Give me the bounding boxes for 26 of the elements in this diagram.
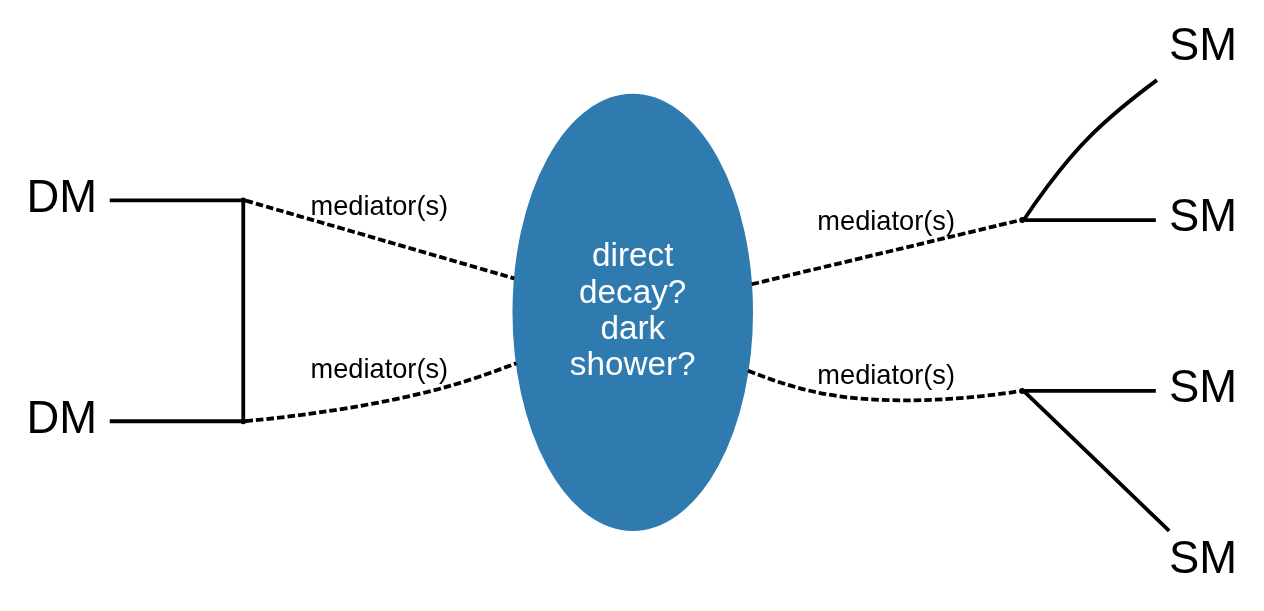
edge-label: mediator(s) bbox=[310, 189, 449, 221]
connector bbox=[245, 198, 515, 281]
node-text: DM bbox=[26, 391, 98, 443]
connector bbox=[1024, 389, 1156, 393]
connector bbox=[1024, 218, 1156, 222]
connector bbox=[241, 202, 246, 419]
node-text: DM bbox=[26, 170, 98, 222]
node-point bbox=[1019, 217, 1026, 223]
node-text: SM bbox=[1168, 190, 1237, 242]
node-point bbox=[240, 418, 247, 425]
node-text: SM bbox=[1168, 532, 1237, 584]
connector bbox=[109, 419, 241, 424]
node-ellipse: direct decay? dark shower? bbox=[512, 93, 754, 531]
connector bbox=[1023, 78, 1159, 220]
edge-label: mediator(s) bbox=[817, 204, 955, 236]
edge-label: mediator(s) bbox=[310, 352, 449, 384]
connector bbox=[747, 368, 1021, 403]
node-point bbox=[240, 197, 247, 204]
connector bbox=[1023, 390, 1171, 533]
connector bbox=[245, 361, 518, 424]
connector bbox=[109, 198, 241, 203]
node-text: SM bbox=[1168, 361, 1237, 413]
node-text: SM bbox=[1168, 19, 1237, 71]
connector bbox=[751, 218, 1021, 287]
edge-label: mediator(s) bbox=[817, 359, 955, 391]
node-point bbox=[1019, 388, 1026, 394]
